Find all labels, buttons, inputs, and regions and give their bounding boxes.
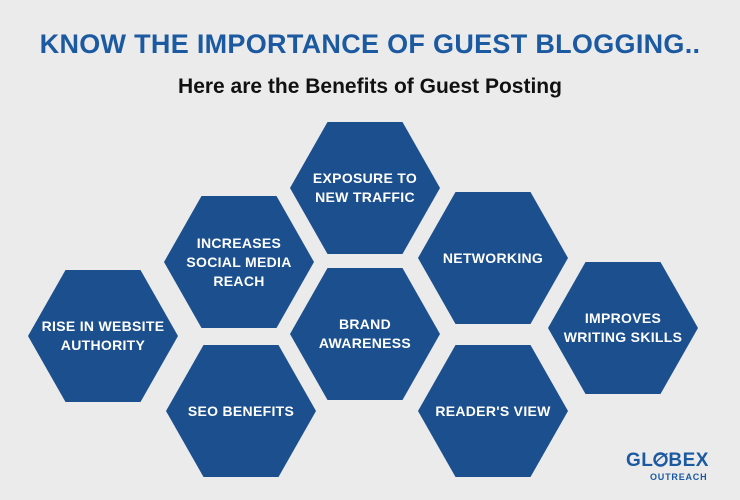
logo-subtitle: OUTREACH bbox=[650, 472, 708, 482]
logo-wordmark: GL BEX bbox=[626, 450, 709, 472]
hexagon-label: IMPROVES WRITING SKILLS bbox=[563, 310, 683, 345]
hexagon-label: READER'S VIEW bbox=[435, 402, 551, 419]
page-subtitle: Here are the Benefits of Guest Posting bbox=[178, 75, 562, 98]
hexagon-label: NETWORKING bbox=[442, 249, 544, 266]
logo-word-left: GL bbox=[626, 450, 654, 471]
hexagon-label: EXPOSURE TO NEW TRAFFIC bbox=[312, 170, 418, 205]
hexagon-networking: NETWORKING bbox=[418, 192, 568, 324]
hexagon-label: SEO BENEFITS bbox=[187, 402, 295, 419]
hexagon-exposure-to-new-traffic: EXPOSURE TO NEW TRAFFIC bbox=[290, 122, 440, 254]
globe-icon bbox=[653, 451, 669, 467]
hexagon-label: RISE IN WEBSITE AUTHORITY bbox=[41, 318, 165, 353]
hexagon-readers-view: READER'S VIEW bbox=[418, 345, 568, 477]
hexagon-label: BRAND AWARENESS bbox=[318, 316, 412, 351]
hexagon-brand-awareness: BRAND AWARENESS bbox=[290, 268, 440, 400]
page-title: KNOW THE IMPORTANCE OF GUEST BLOGGING.. bbox=[39, 29, 701, 59]
hexagon-seo-benefits: SEO BENEFITS bbox=[166, 345, 316, 477]
globex-outreach-logo: GL BEX OUTREACH bbox=[626, 450, 732, 494]
hexagon-increases-social-media-reach: INCREASES SOCIAL MEDIA REACH bbox=[164, 196, 314, 328]
hexagon-improves-writing-skills: IMPROVES WRITING SKILLS bbox=[548, 262, 698, 394]
hexagon-label: INCREASES SOCIAL MEDIA REACH bbox=[186, 234, 292, 289]
hexagon-rise-in-website-authority: RISE IN WEBSITE AUTHORITY bbox=[28, 270, 178, 402]
logo-word-right: BEX bbox=[668, 450, 709, 471]
